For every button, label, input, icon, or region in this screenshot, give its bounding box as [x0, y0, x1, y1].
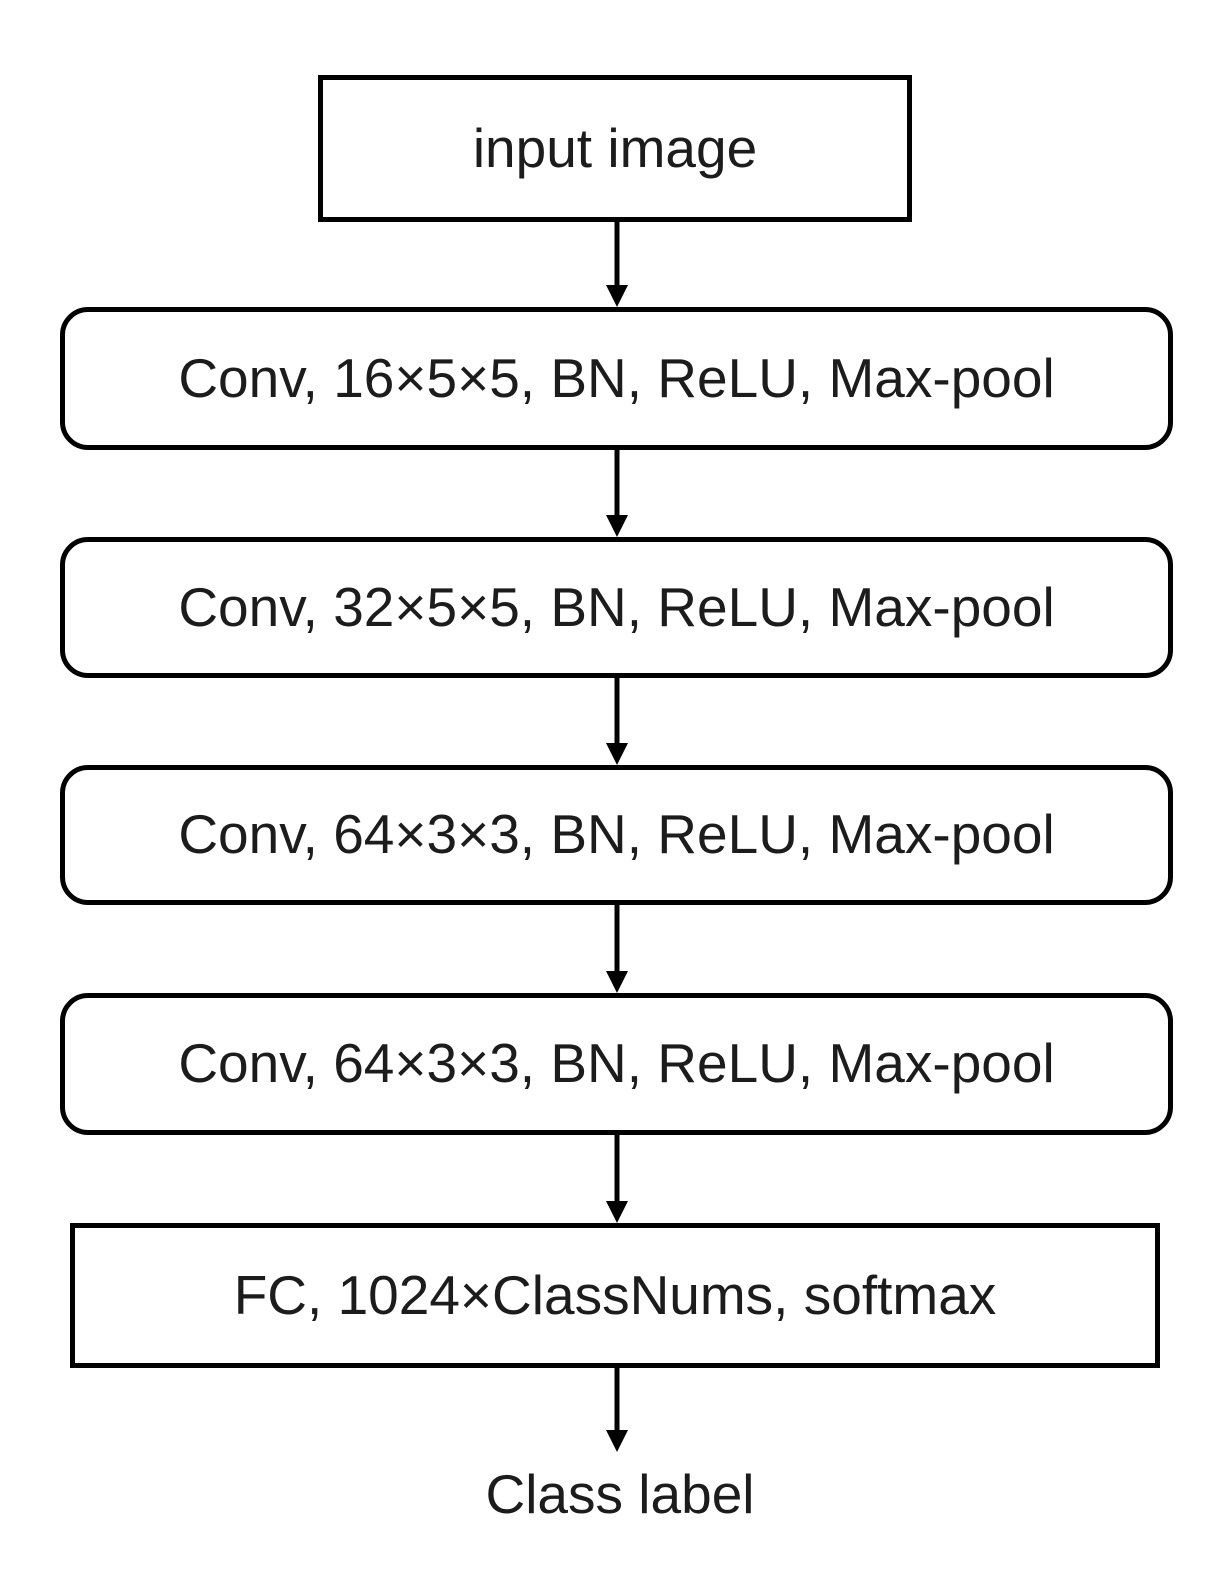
arrow-fc-to-class-label	[605, 1368, 629, 1452]
node-conv-block-1[interactable]: Conv, 16×5×5, BN, ReLU, Max-pool	[60, 307, 1173, 450]
arrow-conv3-to-conv4	[605, 905, 629, 993]
node-fully-connected[interactable]: FC, 1024×ClassNums, softmax	[70, 1223, 1160, 1368]
arrow-conv2-to-conv3	[605, 678, 629, 765]
node-conv-block-3-label: Conv, 64×3×3, BN, ReLU, Max-pool	[178, 803, 1055, 866]
node-input-image[interactable]: input image	[318, 75, 912, 222]
arrow-conv4-to-fc	[605, 1135, 629, 1223]
node-conv-block-4[interactable]: Conv, 64×3×3, BN, ReLU, Max-pool	[60, 993, 1173, 1135]
node-conv-block-3[interactable]: Conv, 64×3×3, BN, ReLU, Max-pool	[60, 765, 1173, 905]
node-conv-block-1-label: Conv, 16×5×5, BN, ReLU, Max-pool	[178, 346, 1055, 409]
arrow-input-to-conv1	[605, 222, 629, 307]
node-class-label: Class label	[430, 1455, 810, 1535]
node-input-image-label: input image	[472, 116, 758, 179]
arrow-conv1-to-conv2	[605, 450, 629, 537]
node-class-label-text: Class label	[485, 1463, 755, 1526]
node-fully-connected-label: FC, 1024×ClassNums, softmax	[233, 1263, 997, 1326]
node-conv-block-4-label: Conv, 64×3×3, BN, ReLU, Max-pool	[178, 1032, 1055, 1095]
node-conv-block-2-label: Conv, 32×5×5, BN, ReLU, Max-pool	[178, 575, 1055, 638]
node-conv-block-2[interactable]: Conv, 32×5×5, BN, ReLU, Max-pool	[60, 537, 1173, 678]
